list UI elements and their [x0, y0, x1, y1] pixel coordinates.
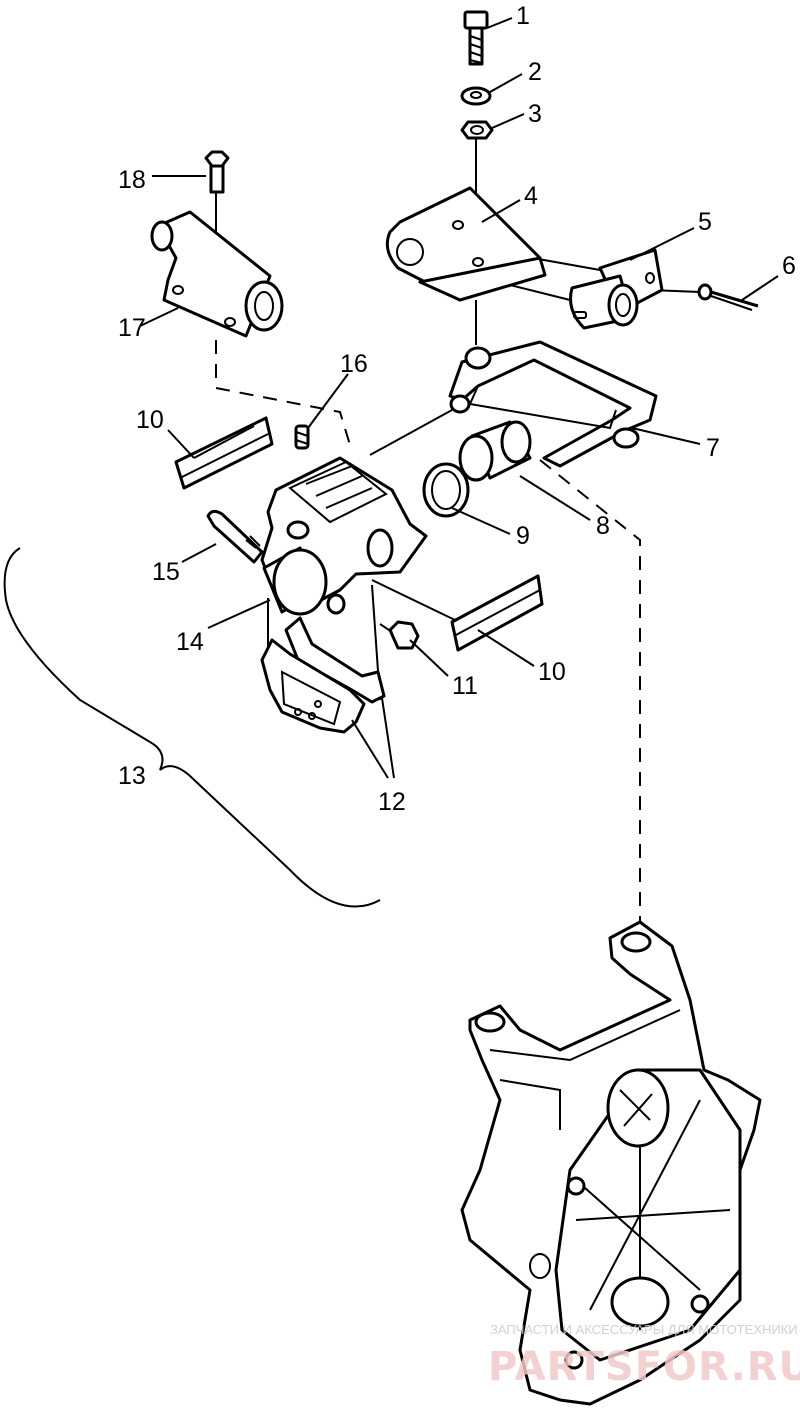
- callout-11: 11: [452, 672, 478, 700]
- piston-part: [262, 546, 328, 616]
- bracket-to-housing-dash-line: [539, 459, 641, 930]
- bleeder-nut-part: [379, 620, 420, 650]
- leader-lines: [139, 17, 779, 779]
- callout-12: 12: [378, 788, 406, 816]
- callout-6: 6: [782, 252, 796, 280]
- bushing-part: [458, 420, 532, 482]
- callout-13: 13: [118, 762, 146, 790]
- bolt-part: [463, 10, 489, 66]
- caliper-assembly-brace: [3, 547, 381, 908]
- callout-labels: 1 2 3 4 5 6 7 8 9 10 10 11 12 13 14 15 1…: [118, 2, 796, 816]
- watermark-brand: PARTSFOR.RU: [488, 1344, 800, 1390]
- callout-3: 3: [528, 100, 542, 128]
- callout-2: 2: [528, 58, 542, 86]
- shim-lower-part: [450, 574, 544, 652]
- callout-17: 17: [118, 314, 146, 342]
- bracket-plate-part: [385, 186, 547, 302]
- watermark: ЗАПЧАСТИ И АКСЕССУАРЫ ДЛЯ МОТОТЕХНИКИ PA…: [488, 1322, 800, 1390]
- caliper-to-shim-line: [371, 579, 456, 621]
- o-ring-part: [422, 462, 470, 518]
- callout-8: 8: [596, 512, 610, 540]
- housing-dash-line: [215, 340, 351, 446]
- callout-18: 18: [118, 166, 146, 194]
- caliper-housing-part: [460, 920, 762, 1406]
- brake-pads-part: [260, 616, 386, 734]
- master-cylinder-housing-part: [150, 210, 284, 338]
- callout-16: 16: [340, 350, 368, 378]
- callout-9: 9: [516, 522, 530, 550]
- shim-upper-part: [174, 416, 274, 490]
- callout-7: 7: [706, 434, 720, 462]
- lock-washer-part: [460, 86, 492, 106]
- callout-15: 15: [152, 558, 180, 586]
- bushing-bracket-part: [569, 248, 664, 330]
- mount-bracket-part: [448, 340, 658, 468]
- set-screw-part: [294, 424, 310, 450]
- callout-10-lower: 10: [538, 658, 566, 686]
- watermark-tagline: ЗАПЧАСТИ И АКСЕССУАРЫ ДЛЯ МОТОТЕХНИКИ: [490, 1322, 798, 1337]
- pin-part: [697, 283, 759, 311]
- callout-5: 5: [698, 208, 712, 236]
- hose-fitting-part: [206, 509, 264, 564]
- washer-part: [460, 120, 494, 140]
- callout-10-upper: 10: [136, 406, 164, 434]
- pin-axis-line: [369, 409, 453, 456]
- callout-4: 4: [524, 182, 538, 210]
- callout-14: 14: [176, 628, 204, 656]
- callout-1: 1: [516, 2, 530, 30]
- screw-part: [204, 150, 230, 194]
